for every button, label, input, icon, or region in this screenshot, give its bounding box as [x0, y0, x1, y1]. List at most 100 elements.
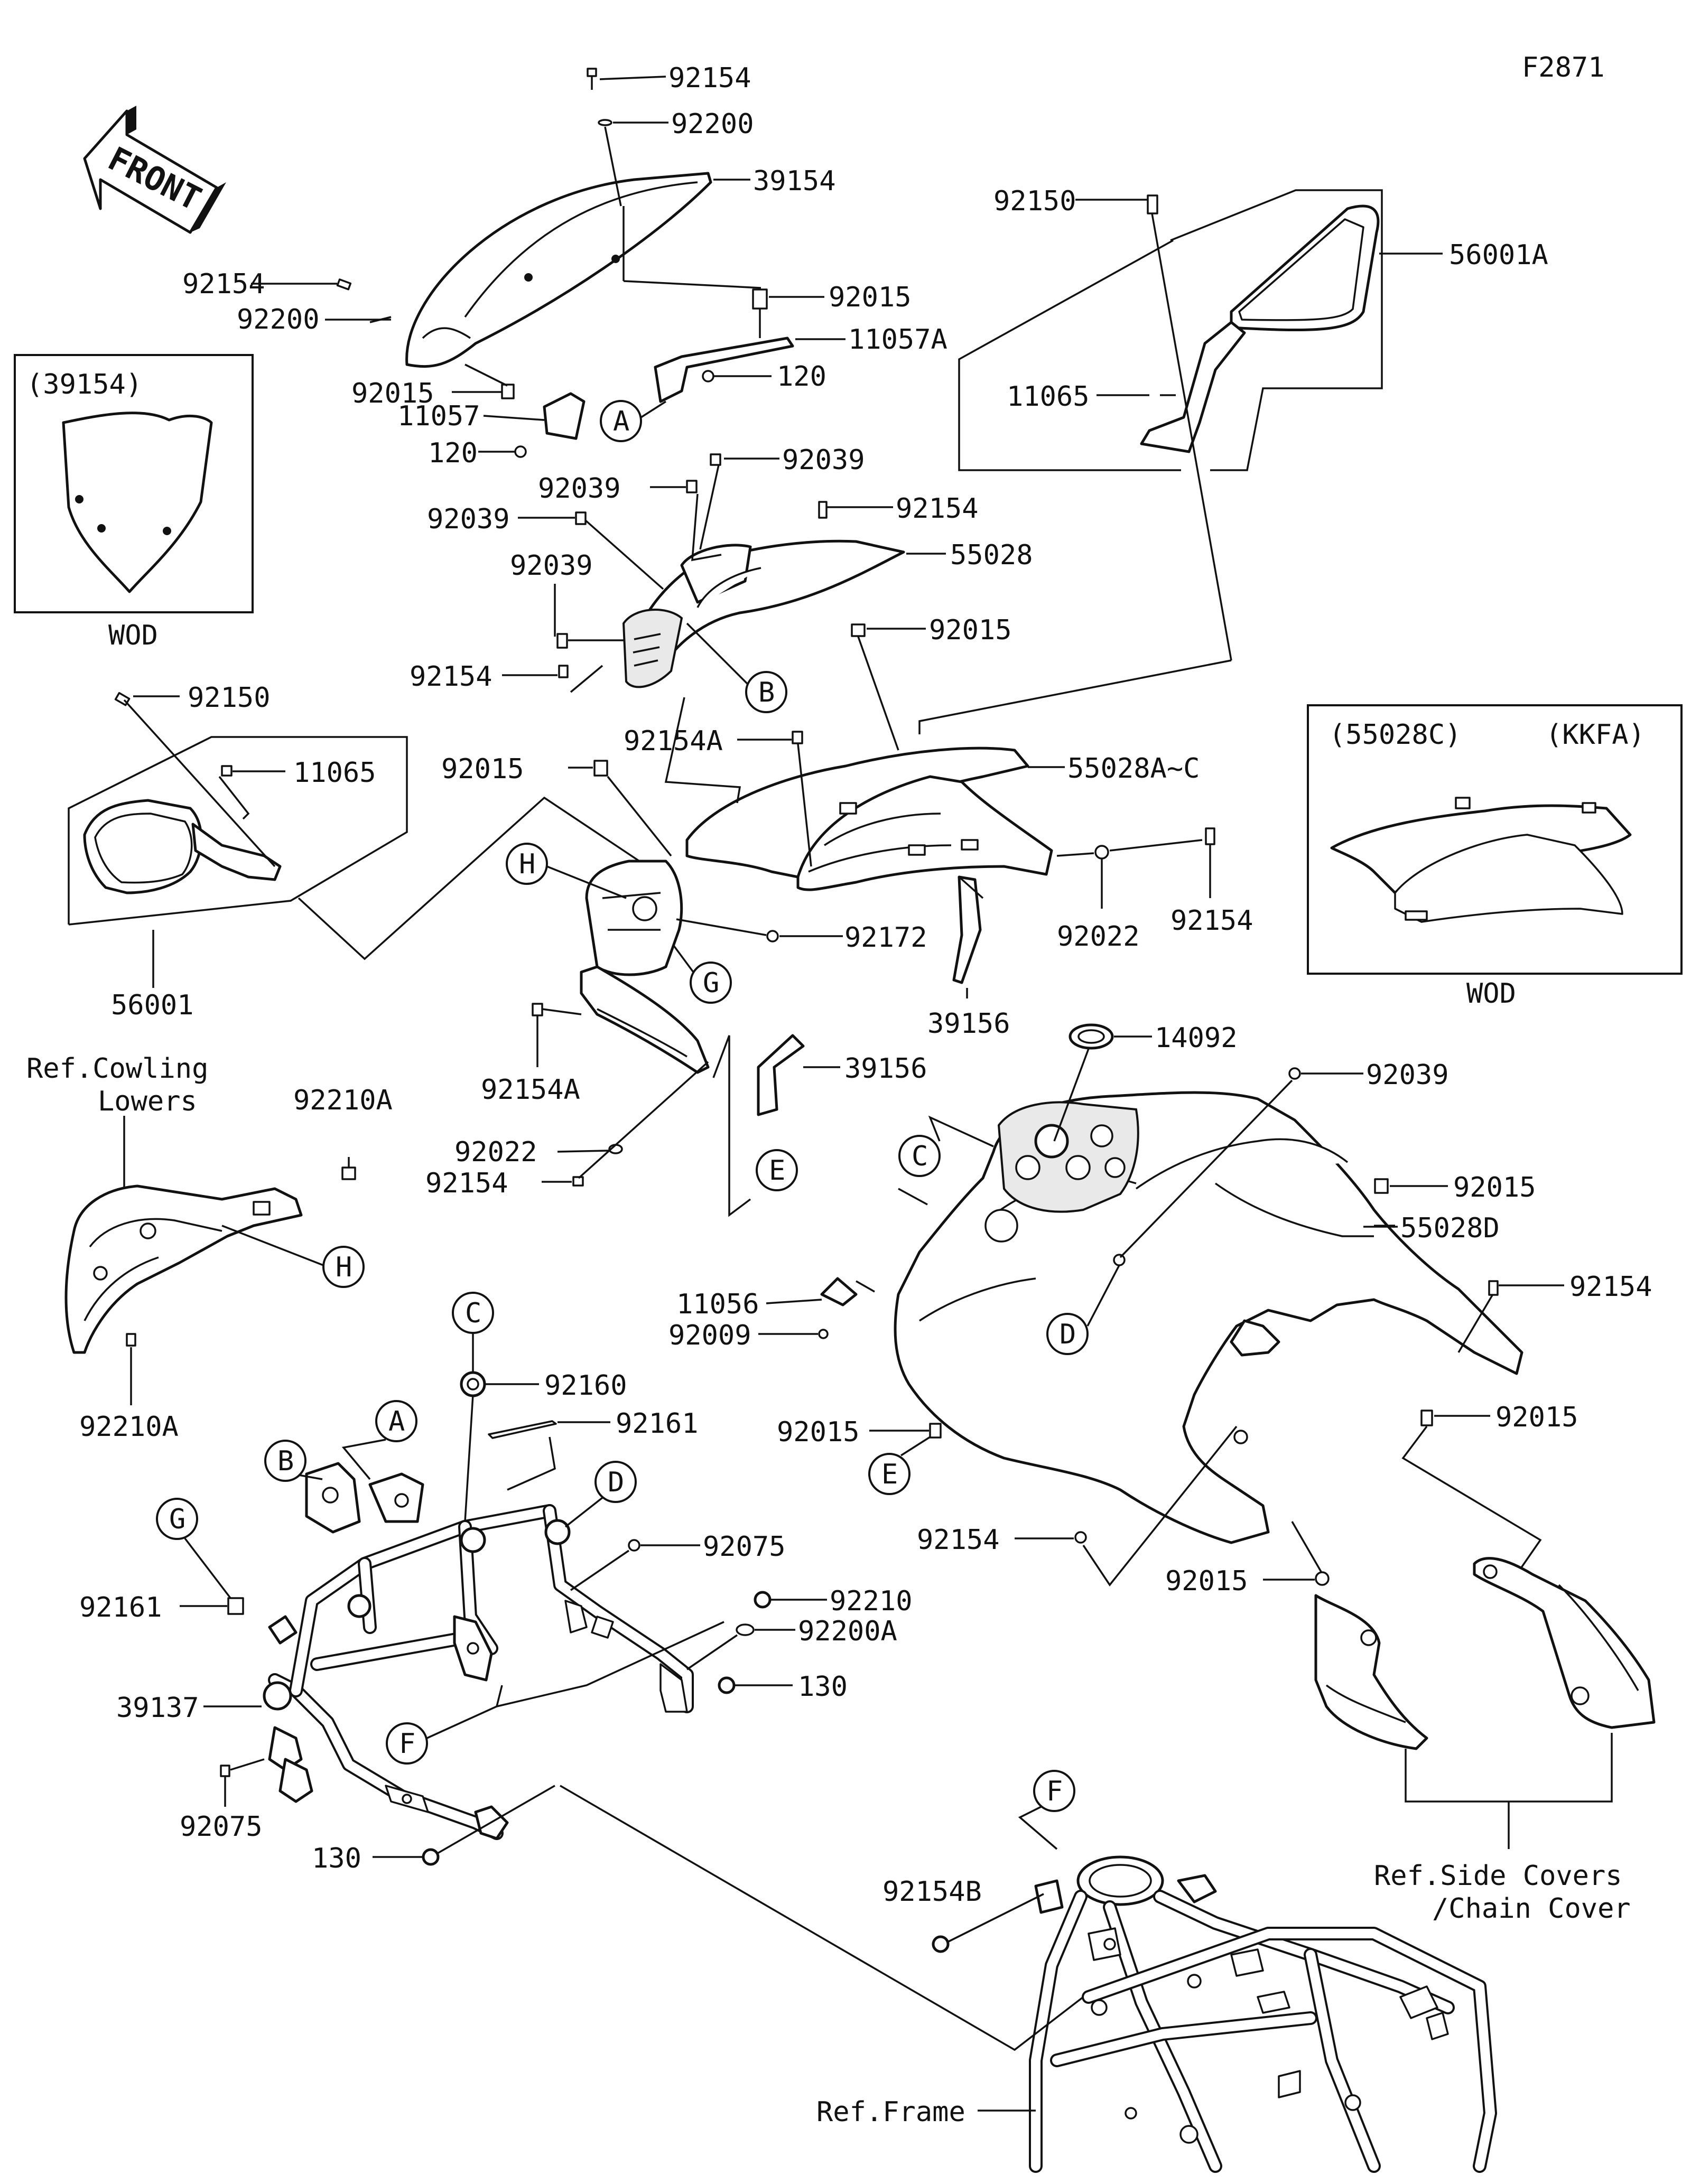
label-55028a-c: 55028A~C [1067, 753, 1200, 785]
callout-e1: E [769, 1155, 785, 1187]
callout-g1: G [169, 1504, 185, 1535]
inset-55028c-variant: WOD [1466, 978, 1516, 1010]
label-120-b: 120 [428, 437, 478, 469]
label-92210: 92210 [830, 1585, 913, 1617]
label-92150-top: 92150 [993, 185, 1076, 217]
label-92172: 92172 [844, 922, 927, 954]
label-92154-r: 92154 [1170, 905, 1253, 937]
label-92022-l: 92022 [454, 1136, 537, 1168]
label-92039-c: 92039 [427, 503, 510, 535]
label-39154: 39154 [753, 165, 836, 197]
callout-h2: H [519, 848, 535, 880]
callout-g2: G [703, 967, 719, 999]
mirror-56001 [83, 799, 282, 894]
label-92200-top: 92200 [671, 108, 754, 140]
label-92161-left: 92161 [79, 1592, 162, 1623]
bracket-11057a [654, 288, 794, 403]
windshield-39154 [405, 172, 712, 368]
inner-cover-55028 [622, 539, 905, 688]
label-11057a: 11057A [848, 324, 947, 356]
label-11065-right: 11065 [1007, 381, 1090, 413]
label-92015-a: 92015 [829, 282, 912, 313]
label-92015-g: 92015 [1165, 1565, 1248, 1597]
label-39156-l: 39156 [844, 1053, 927, 1085]
label-92200-left: 92200 [237, 304, 320, 335]
label-92015-e: 92015 [777, 1416, 860, 1448]
inset-39154-code: (39154) [26, 369, 142, 400]
inner-panel-left [580, 860, 710, 1074]
label-92154-cl: 92154 [410, 661, 493, 693]
label-39156-r: 39156 [927, 1008, 1010, 1040]
upper-cowl-55028a-c [685, 746, 1053, 891]
label-92015-c: 92015 [441, 753, 524, 785]
label-92015-f: 92015 [1495, 1402, 1578, 1433]
ref-side-covers-2: /Chain Cover [1432, 1893, 1631, 1925]
inset-39154-variant: WOD [108, 620, 158, 651]
frame-ref [1029, 1855, 1497, 2173]
label-92154-low: 92154 [425, 1168, 508, 1199]
cowl-stay-39137 [263, 1462, 694, 1840]
inner-cover-55028d [894, 1091, 1523, 1544]
side-cover-left [1314, 1594, 1428, 1750]
front-arrow-icon: FRONT [83, 106, 226, 234]
label-92160: 92160 [544, 1370, 627, 1402]
callout-c2: C [912, 1141, 928, 1172]
label-130-l: 130 [312, 1843, 361, 1874]
label-11065-left: 11065 [293, 757, 376, 789]
label-92200a: 92200A [798, 1616, 897, 1647]
ref-cowling-2: Lowers [98, 1086, 197, 1117]
label-56001: 56001 [111, 990, 194, 1021]
side-cover-right [1473, 1557, 1656, 1729]
callout-d1: D [608, 1467, 624, 1498]
screw-92154-top [587, 68, 597, 90]
label-39137: 39137 [116, 1692, 199, 1724]
label-11056: 11056 [676, 1289, 759, 1320]
callout-c1: C [465, 1298, 481, 1329]
inset-55028c-code: (55028C) [1329, 719, 1461, 751]
label-92039-d: 92039 [510, 550, 593, 582]
callout-e2: E [881, 1459, 898, 1490]
label-92210a-bot: 92210A [79, 1411, 179, 1443]
callout-b1: B [277, 1445, 294, 1477]
inset-55028c-market: (KKFA) [1546, 719, 1645, 751]
label-92154b: 92154B [882, 1876, 982, 1908]
inset-55028c: (55028C) (KKFA) WOD [1307, 704, 1683, 1010]
cowling-lower-part [64, 1184, 303, 1354]
label-14092: 14092 [1155, 1022, 1238, 1054]
label-92039-e: 92039 [1366, 1059, 1449, 1091]
label-55028: 55028 [950, 539, 1033, 571]
label-92075-l: 92075 [180, 1811, 263, 1843]
label-92039-a: 92039 [782, 444, 865, 476]
callout-a1: A [613, 406, 629, 437]
label-92154-mid: 92154 [896, 493, 979, 525]
ref-frame: Ref.Frame [816, 2096, 965, 2128]
label-92154a-bot: 92154A [481, 1074, 580, 1106]
label-55028d: 55028D [1400, 1212, 1500, 1244]
label-92154-f: 92154 [917, 1524, 1000, 1556]
label-92039-b: 92039 [538, 473, 621, 505]
label-92022-r: 92022 [1057, 921, 1140, 953]
label-92210a-top: 92210A [293, 1085, 393, 1116]
ref-cowling-1: Ref.Cowling [26, 1053, 208, 1085]
label-92015-b: 92015 [351, 378, 434, 409]
ref-side-covers-1: Ref.Side Covers [1374, 1860, 1622, 1892]
label-92154-top: 92154 [668, 62, 751, 94]
inset-39154: (39154) WOD [14, 354, 254, 651]
label-56001a: 56001A [1449, 239, 1548, 271]
label-120-a: 120 [777, 361, 826, 393]
callout-d2: D [1060, 1319, 1076, 1350]
label-92015-d: 92015 [1453, 1172, 1536, 1203]
figure-code: F2871 [1522, 52, 1605, 83]
label-92015-mid: 92015 [929, 614, 1012, 646]
callout-f2: F [1046, 1776, 1063, 1807]
label-92075-r: 92075 [703, 1531, 786, 1563]
bracket-11057 [501, 384, 586, 440]
label-92150-left: 92150 [188, 682, 271, 714]
callout-f1: F [399, 1728, 415, 1760]
label-92154-e: 92154 [1569, 1271, 1652, 1303]
mirror-56001a [1140, 204, 1380, 453]
label-92161-top: 92161 [616, 1408, 699, 1440]
label-11057: 11057 [397, 400, 480, 432]
label-92009: 92009 [668, 1320, 751, 1351]
